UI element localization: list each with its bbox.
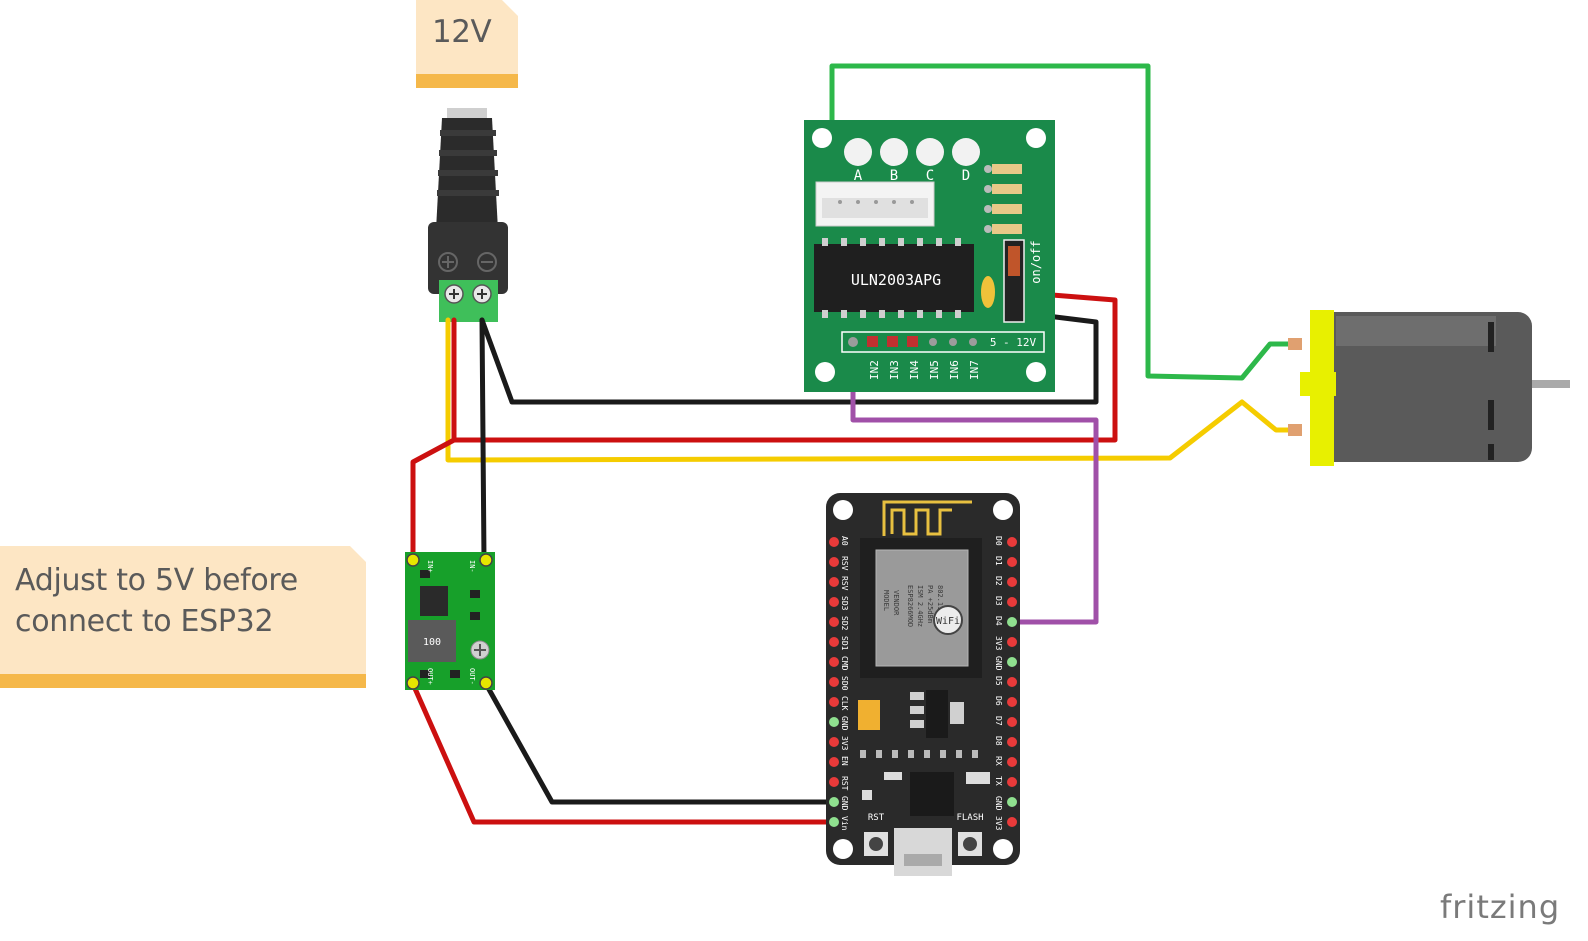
- esp-left-pin-label: GND: [840, 796, 849, 811]
- esp-right-pin-label: GND: [994, 656, 1003, 671]
- power-note: 12V: [416, 0, 518, 88]
- esp-right-headers: [1007, 537, 1017, 827]
- wire-red-supply: [451, 289, 1118, 443]
- adjust-note-line2: connect to ESP32: [15, 604, 274, 639]
- wire-black-to-buck: [479, 317, 487, 563]
- dc-barrel-jack: [428, 108, 508, 322]
- esp-left-pin-label: CMD: [840, 656, 849, 671]
- wire-red-vin: [410, 681, 837, 825]
- chip-label: ULN2003APG: [851, 271, 941, 289]
- adjust-note: Adjust to 5V before connect to ESP32: [0, 546, 366, 688]
- esp-right-pin-label: D6: [994, 696, 1003, 706]
- esp-left-pin-label: RSV: [840, 556, 849, 571]
- led-label-b: B: [890, 168, 898, 184]
- svg-text:IN-: IN-: [468, 560, 476, 573]
- rst-label: RST: [868, 813, 885, 823]
- wire-yellow: [445, 317, 1299, 463]
- wires: [410, 63, 1299, 825]
- power-note-text: 12V: [432, 14, 492, 50]
- esp-left-pin-label: CLK: [840, 696, 849, 711]
- esp-right-pin-label: D3: [994, 596, 1003, 606]
- wire-red-to-buck: [410, 437, 457, 563]
- adjust-note-text: Adjust to 5V before connect to ESP32: [15, 560, 298, 642]
- svg-text:IN5: IN5: [928, 360, 941, 380]
- esp-right-pin-label: D8: [994, 736, 1003, 746]
- esp-left-pin-label: GND: [840, 716, 849, 731]
- svg-text:ISM 2.4GHz: ISM 2.4GHz: [916, 585, 924, 627]
- wire-purple: [850, 339, 1099, 625]
- esp-board: MODEL VENDOR ESP8266MOD ISM 2.4GHz PA +2…: [826, 493, 1020, 876]
- adjust-note-line1: Adjust to 5V before: [15, 563, 298, 598]
- esp-right-pin-label: D0: [994, 536, 1003, 546]
- svg-text:IN4: IN4: [908, 360, 921, 380]
- svg-text:IN6: IN6: [948, 360, 961, 380]
- esp-left-pin-label: A0: [840, 536, 849, 546]
- esp-right-pin-label: D5: [994, 676, 1003, 686]
- esp-right-pin-label: D2: [994, 576, 1003, 586]
- esp-left-pin-label: EN: [840, 756, 849, 766]
- svg-text:PA +25dBm: PA +25dBm: [926, 585, 934, 623]
- switch-label: on/off: [1029, 240, 1043, 283]
- wire-black-supply: [479, 309, 1099, 405]
- wire-black-gnd: [483, 681, 837, 805]
- svg-text:OUT-: OUT-: [468, 668, 476, 685]
- svg-text:ESP8266MOD: ESP8266MOD: [906, 585, 914, 627]
- esp-right-pin-label: D7: [994, 716, 1003, 726]
- voltage-label: 5 - 12V: [990, 336, 1037, 349]
- esp-left-pin-label: SD3: [840, 596, 849, 611]
- esp-left-pin-label: SD0: [840, 676, 849, 691]
- led-label-d: D: [962, 168, 970, 184]
- resistor-array: [984, 164, 1022, 234]
- esp-right-pin-label: D4: [994, 616, 1003, 626]
- esp-left-headers: [829, 537, 839, 827]
- esp-left-pin-label: SD2: [840, 616, 849, 631]
- esp-right-pin-label: RX: [994, 756, 1003, 766]
- svg-text:IN+: IN+: [426, 560, 434, 573]
- usb-port: [894, 828, 952, 876]
- svg-text:IN7: IN7: [968, 360, 981, 380]
- uln2003-driver-board: A B C D: [804, 120, 1055, 392]
- svg-text:VENDOR: VENDOR: [892, 590, 900, 616]
- esp-right-pin-label: TX: [994, 776, 1003, 786]
- wifi-label: WiFi: [936, 616, 960, 627]
- esp-left-pin-label: 3V3: [840, 736, 849, 751]
- esp-left-pin-label: RST: [840, 776, 849, 791]
- dc-motor: [1288, 310, 1570, 466]
- svg-text:IN2: IN2: [868, 360, 881, 380]
- flash-label: FLASH: [956, 813, 983, 823]
- buck-converter: 100 IN+ IN- OUT+ OUT-: [405, 552, 495, 690]
- status-leds: A B C D: [844, 138, 980, 184]
- esp-left-pin-label: Vin: [840, 816, 849, 831]
- fritzing-logo: fritzing: [1440, 888, 1561, 926]
- esp-right-pin-label: GND: [994, 796, 1003, 811]
- input-labels: IN2 IN3 IN4 IN5 IN6 IN7: [868, 360, 981, 380]
- esp-right-pin-label: 3V3: [994, 636, 1003, 651]
- esp-left-pin-label: SD1: [840, 636, 849, 651]
- wire-green: [829, 63, 1299, 381]
- led-label-c: C: [926, 168, 934, 184]
- esp-right-pin-label: D1: [994, 556, 1003, 566]
- esp-left-pin-label: RSV: [840, 576, 849, 591]
- svg-text:IN3: IN3: [888, 360, 901, 380]
- uln2003-chip: ULN2003APG: [814, 238, 974, 318]
- pot-label: 100: [423, 637, 441, 648]
- svg-text:OUT+: OUT+: [426, 668, 434, 685]
- svg-text:MODEL: MODEL: [882, 590, 890, 611]
- esp-right-pin-label: 3V3: [994, 816, 1003, 831]
- led-label-a: A: [854, 168, 863, 184]
- antenna: [882, 500, 972, 536]
